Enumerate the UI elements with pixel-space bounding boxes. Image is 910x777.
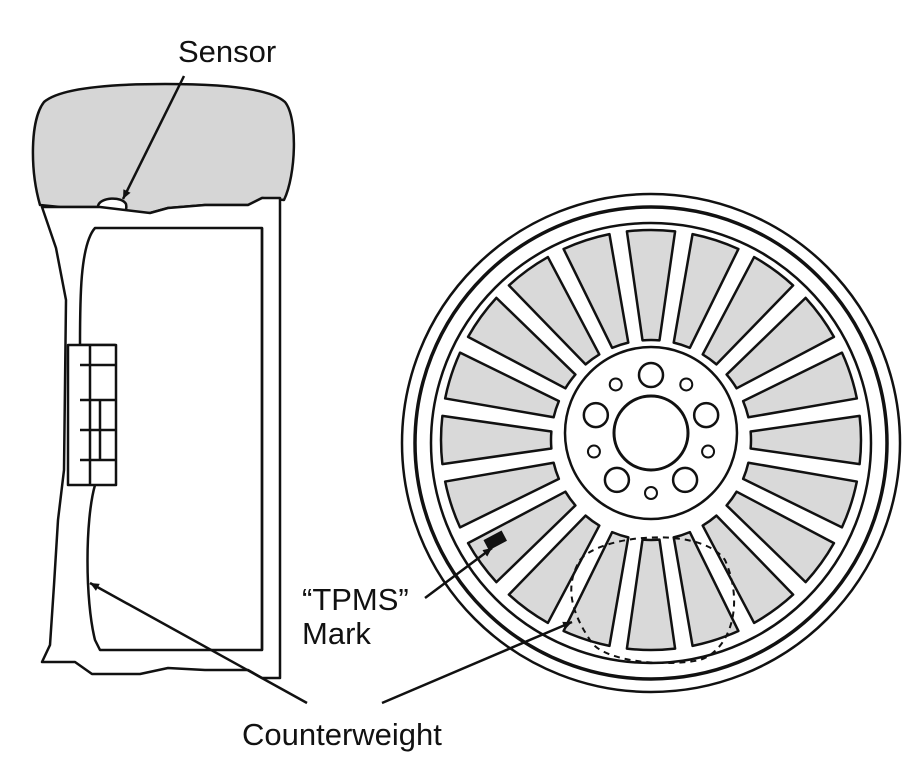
tpms-mark bbox=[483, 530, 507, 551]
lug-hole bbox=[671, 466, 699, 494]
spoke-window bbox=[466, 490, 577, 584]
leader-lines bbox=[89, 75, 573, 705]
tpms-label-line1: “TPMS” bbox=[302, 582, 409, 617]
spoke-window bbox=[443, 351, 561, 419]
spoke-window bbox=[741, 351, 859, 419]
spoke-window bbox=[562, 530, 630, 648]
tire-section bbox=[31, 82, 296, 215]
wheel-cross-section bbox=[31, 82, 296, 680]
lug-hole bbox=[582, 401, 610, 429]
small-hole bbox=[644, 486, 658, 500]
tire-outer-edge bbox=[400, 192, 902, 694]
wheel-spokes bbox=[439, 228, 863, 652]
spoke-window bbox=[741, 461, 859, 529]
spoke-window bbox=[725, 296, 836, 390]
small-hole bbox=[608, 377, 623, 392]
tpms-label-line2: Mark bbox=[302, 616, 371, 651]
spoke-window bbox=[672, 530, 740, 648]
spoke-window bbox=[749, 414, 863, 466]
small-hole bbox=[701, 444, 716, 459]
spoke-window bbox=[625, 228, 677, 342]
spoke-window bbox=[507, 255, 601, 366]
small-hole bbox=[586, 444, 601, 459]
lug-holes bbox=[582, 361, 720, 500]
wheel-front-view bbox=[400, 192, 902, 694]
spoke-window bbox=[443, 461, 561, 529]
small-hole bbox=[679, 377, 694, 392]
spoke-window bbox=[672, 232, 740, 350]
hub-flange bbox=[66, 343, 118, 487]
rim-lip bbox=[413, 205, 889, 681]
spoke-window bbox=[562, 232, 630, 350]
counterweight-label: Counterweight bbox=[242, 717, 442, 752]
center-bore bbox=[612, 394, 690, 472]
spoke-window bbox=[466, 296, 577, 390]
tpms-arrow bbox=[424, 546, 493, 600]
spoke-window bbox=[701, 514, 795, 625]
sensor-label: Sensor bbox=[178, 34, 276, 69]
lug-hole bbox=[603, 466, 631, 494]
lug-hole bbox=[692, 401, 720, 429]
spoke-window bbox=[507, 514, 601, 625]
spoke-window bbox=[725, 490, 836, 584]
counterweight-area bbox=[570, 536, 736, 665]
counterweight-arrow-left bbox=[89, 581, 308, 705]
spoke-window bbox=[439, 414, 553, 466]
spoke-window bbox=[701, 255, 795, 366]
spoke-window bbox=[625, 538, 677, 652]
sensor-arrow bbox=[121, 75, 186, 200]
counterweight-arrow-right bbox=[381, 620, 573, 705]
lug-hole bbox=[637, 361, 665, 389]
